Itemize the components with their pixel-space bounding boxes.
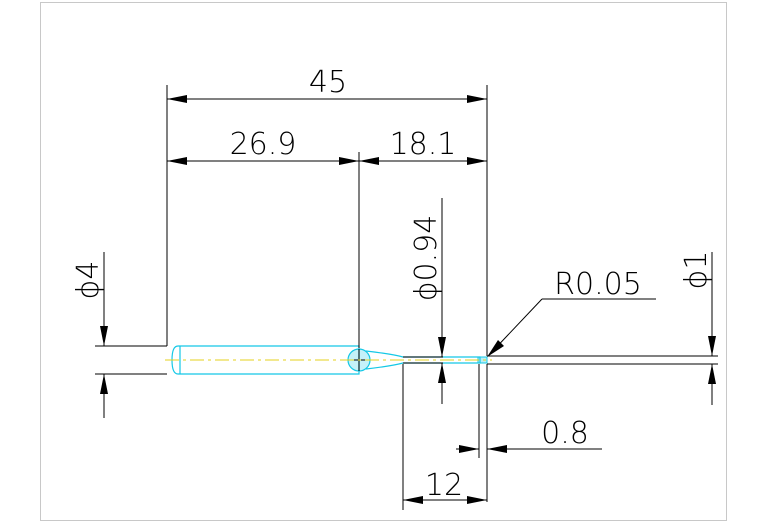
dim-label-dia-0-94: ϕ0.94	[409, 215, 444, 302]
dimension-12: 12	[402, 364, 487, 510]
tool-outline	[165, 345, 492, 375]
dim-label-26-9: 26.9	[230, 127, 297, 162]
dim-label-0-8: 0.8	[541, 416, 589, 451]
dimension-dia-4: ϕ4	[71, 252, 167, 418]
shank-outline	[171, 345, 360, 375]
dim-label-dia-1: ϕ1	[679, 251, 714, 290]
dim-label-dia-4: ϕ4	[71, 261, 106, 300]
dimension-radius-0-05: R0.05	[487, 267, 656, 357]
dimension-dia-0-94: ϕ0.94	[403, 198, 446, 404]
dimension-45: 45	[166, 65, 488, 356]
taper-outline	[365, 350, 481, 370]
drawing-frame	[40, 2, 727, 521]
dimension-dia-1: ϕ1	[487, 251, 718, 405]
dim-label-18-1: 18.1	[390, 127, 457, 162]
dim-label-12: 12	[425, 468, 463, 503]
dimension-26-9: 26.9	[167, 127, 360, 348]
dim-label-radius-0-05: R0.05	[554, 267, 642, 302]
dimension-0-8: 0.8	[456, 364, 602, 502]
dimension-18-1: 18.1	[359, 127, 487, 165]
dim-label-45: 45	[309, 65, 347, 100]
